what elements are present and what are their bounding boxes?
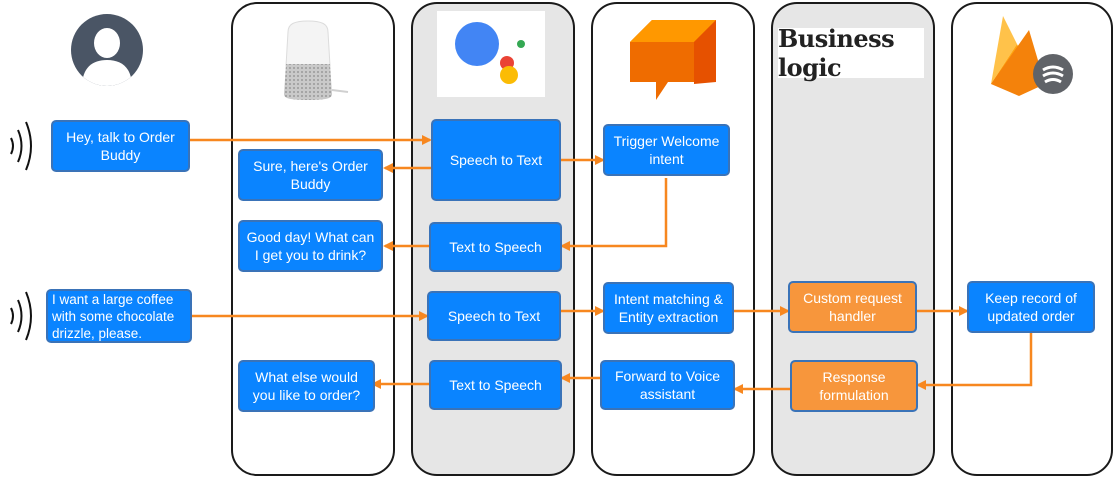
firebase-icon <box>991 16 1073 96</box>
dialogflow-forward-voice: Forward to Voice assistant <box>600 360 735 410</box>
assistant-speech-to-text-1: Speech to Text <box>431 119 561 201</box>
sound-waves-icon <box>10 291 32 341</box>
google-assistant-icon <box>437 11 545 97</box>
user-utterance-order: I want a large coffee with some chocolat… <box>46 289 192 343</box>
dialogflow-intent-matching: Intent matching & Entity extraction <box>603 282 734 334</box>
dialogflow-trigger-welcome: Trigger Welcome intent <box>603 124 730 176</box>
business-response-formulation: Response formulation <box>790 360 918 412</box>
home-reply-good-day: Good day! What can I get you to drink? <box>238 220 383 272</box>
firebase-keep-record: Keep record of updated order <box>967 281 1095 333</box>
assistant-text-to-speech-1: Text to Speech <box>429 222 562 272</box>
sound-waves-icon <box>10 121 32 171</box>
business-logic-logo: Business logic <box>778 24 924 82</box>
user-utterance-hey: Hey, talk to Order Buddy <box>51 120 190 172</box>
google-home-speaker-icon <box>284 20 349 100</box>
lane-firebase <box>951 2 1113 476</box>
dialogflow-icon <box>630 20 716 100</box>
home-reply-what-else: What else would you like to order? <box>238 360 375 412</box>
user-avatar-icon <box>71 14 143 86</box>
assistant-speech-to-text-2: Speech to Text <box>427 291 561 341</box>
business-custom-request-handler: Custom request handler <box>788 281 917 333</box>
assistant-text-to-speech-2: Text to Speech <box>429 360 562 410</box>
home-reply-sure: Sure, here's Order Buddy <box>238 149 383 201</box>
